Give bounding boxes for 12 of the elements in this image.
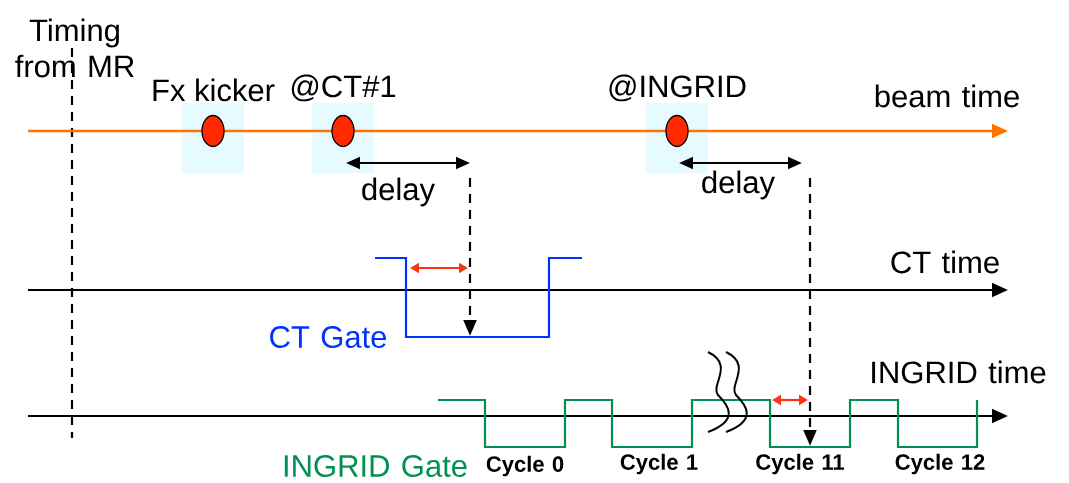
cycle-label: Cycle 11 — [756, 453, 845, 475]
cycle-label: Cycle 0 — [486, 455, 564, 477]
label-text: Timing from MR — [15, 18, 134, 78]
gate-label: INGRID Gate — [284, 455, 467, 477]
gate-label: CT Gate — [270, 326, 387, 348]
axis-label: CT time — [891, 250, 999, 274]
cycle-label: Cycle 1 — [620, 453, 698, 475]
axis-label: INGRID time — [872, 360, 1046, 384]
cycle-label: Cycle 12 — [895, 453, 985, 475]
delay-label: delay — [702, 170, 775, 200]
axis-label: beam time — [875, 84, 1019, 108]
delay-label: delay — [362, 177, 435, 207]
